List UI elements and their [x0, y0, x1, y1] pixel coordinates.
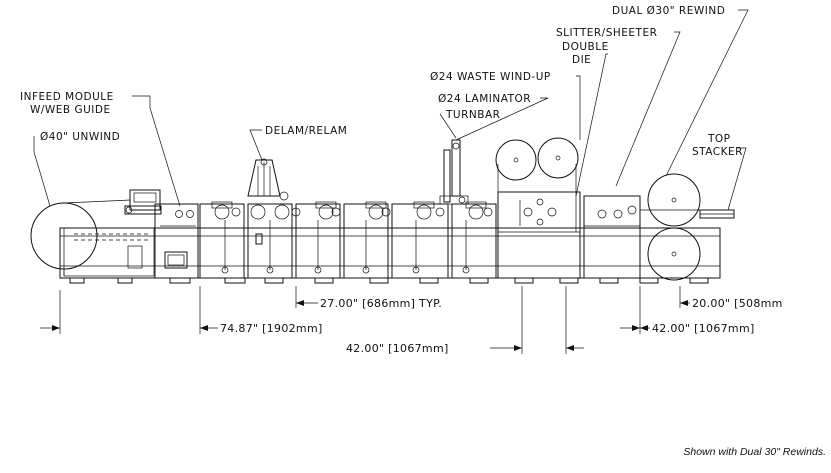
- dim-die-length: 42.00" [1067mm]: [346, 342, 449, 355]
- infeed-module: [124, 189, 199, 279]
- station-2: [247, 203, 293, 279]
- print-stations: [199, 201, 497, 279]
- die-module: [497, 191, 581, 279]
- dual-rewind: [640, 173, 701, 281]
- base-feet: [69, 277, 709, 284]
- turnbar-mast: [439, 139, 469, 205]
- label-unwind: Ø40" UNWIND: [40, 131, 120, 143]
- dimension-lines: [40, 286, 690, 354]
- dim-typ-spacing: 27.00" [686mm] TYP.: [320, 297, 442, 310]
- station-3: [295, 201, 341, 279]
- station-1: [199, 201, 245, 279]
- label-laminator: Ø24 LAMINATOR: [438, 93, 531, 105]
- sheeter-module: [583, 195, 641, 279]
- label-top: TOP: [707, 133, 731, 145]
- waste-windup-rolls: [495, 137, 579, 232]
- label-delam-relam: DELAM/RELAM: [265, 125, 347, 137]
- unwind-roll: [30, 199, 155, 277]
- label-stacker: STACKER: [692, 146, 743, 158]
- top-stacker: [699, 209, 735, 219]
- label-die: DIE: [572, 54, 591, 66]
- dim-rewind-length: 42.00" [1067mm]: [652, 322, 755, 335]
- station-4: [343, 201, 391, 279]
- dim-rewind-offset: 20.00" [508mm: [692, 297, 783, 310]
- label-double: DOUBLE: [562, 41, 609, 53]
- dim-infeed-length: 74.87" [1902mm]: [220, 322, 323, 335]
- label-infeed-line2: W/WEB GUIDE: [30, 104, 111, 116]
- label-slitter-sheeter: SLITTER/SHEETER: [556, 27, 657, 39]
- station-6: [451, 201, 497, 279]
- label-dual-rewind: DUAL Ø30" REWIND: [612, 5, 725, 17]
- callout-leaders: [33, 9, 749, 211]
- station-5: [391, 201, 449, 279]
- figure-caption: Shown with Dual 30" Rewinds.: [683, 446, 826, 458]
- machine-frame: [59, 227, 721, 284]
- label-infeed-line1: INFEED MODULE: [20, 91, 114, 103]
- label-turnbar: TURNBAR: [445, 109, 500, 121]
- delam-relam-tower: [247, 158, 301, 217]
- label-waste-windup: Ø24 WASTE WIND-UP: [430, 71, 551, 83]
